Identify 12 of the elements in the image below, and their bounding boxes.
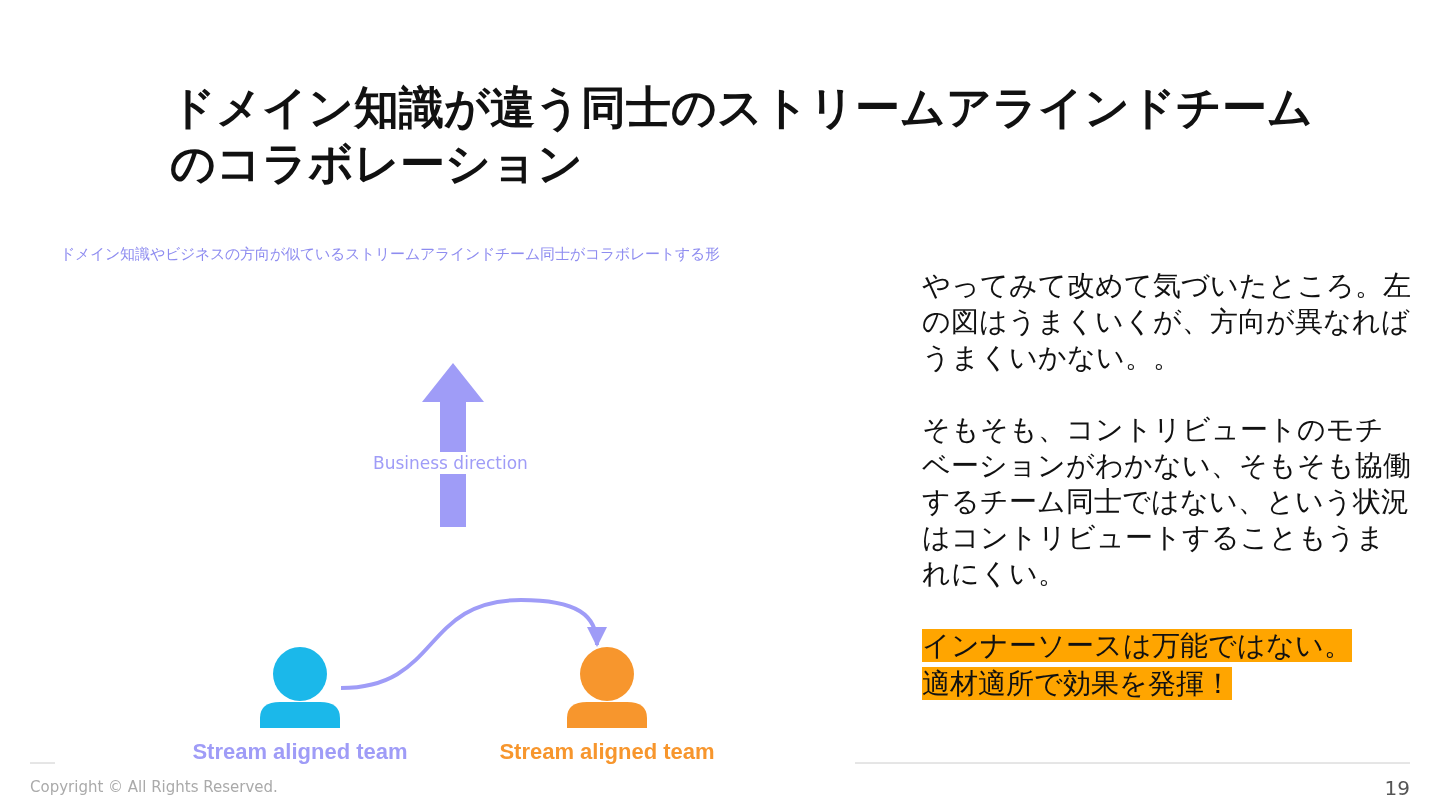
connector-arrow xyxy=(340,598,606,690)
copyright: Copyright © All Rights Reserved. xyxy=(30,778,279,798)
body-paragraph: やってみて改めて気づいたところ。左の図はうまくいくが、方向が異なればうまくいかない。。 xyxy=(922,268,1412,376)
highlighted-note: インナーソースは万能ではない。 xyxy=(922,629,1352,662)
direction-label: Business direction xyxy=(373,452,528,475)
team-label: Stream aligned team xyxy=(498,739,716,765)
slide-title: ドメイン知識が違う同士のストリームアラインドチームのコラボレーション xyxy=(170,80,1314,192)
page-number: 19 xyxy=(1383,775,1410,801)
body-paragraph: そもそも、コントリビュートのモチベーションがわかない、そもそも協働するチーム同士ではない、という状況はコントリビュートすることもうまれにくい。 xyxy=(922,412,1412,592)
subtitle: ドメイン知識やビジネスの方向が似ているストリームアラインドチーム同士がコラボレートする形 xyxy=(60,245,721,265)
highlighted-note: 適材適所で効果を発揮！ xyxy=(922,667,1232,700)
team-label: Stream aligned team xyxy=(191,739,409,765)
